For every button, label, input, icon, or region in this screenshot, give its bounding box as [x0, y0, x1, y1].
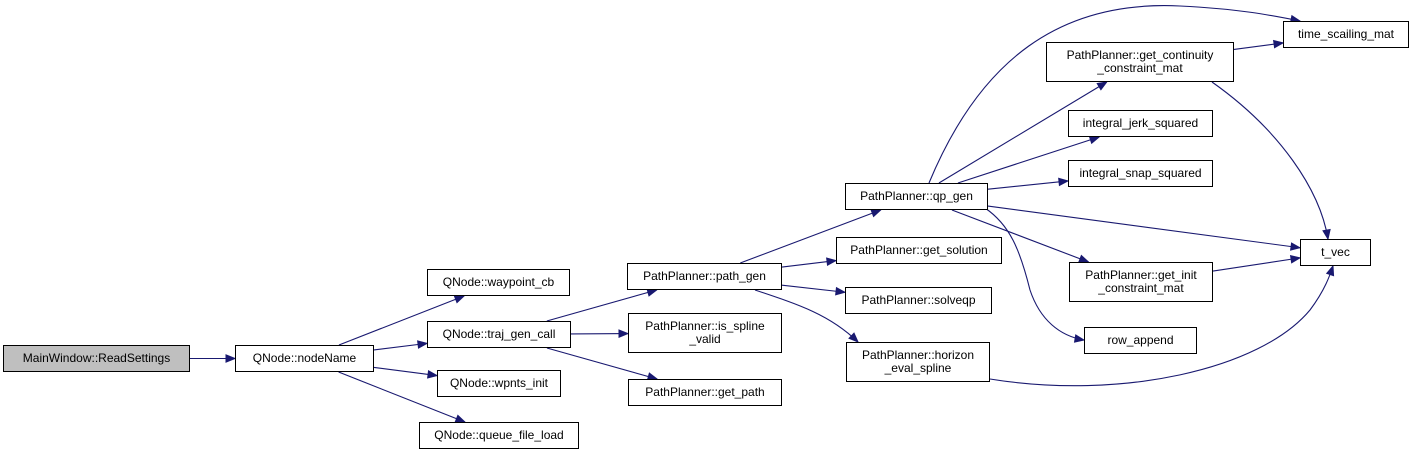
edge-pathplanner-horizon-eval-spline-to-t-vec — [989, 265, 1334, 387]
edge-arrowhead — [1289, 255, 1302, 264]
edge-arrowhead — [427, 370, 439, 379]
edge-arrowhead — [1290, 242, 1302, 251]
node-pathplanner-solveqp[interactable]: PathPlanner::solveqp — [845, 287, 992, 314]
node-label-line: _valid — [689, 332, 721, 346]
edge-pathplanner-qp-gen-to-integral-jerk-squared — [957, 136, 1100, 184]
node-label-line: _constraint_mat — [1097, 61, 1183, 75]
edge-pathplanner-qp-gen-to-row-append — [984, 207, 1085, 341]
edge-arrowhead — [870, 209, 882, 218]
edge-pathplanner-qp-gen-to-integral-snap-squared — [987, 180, 1069, 190]
node-t-vec[interactable]: t_vec — [1300, 239, 1371, 266]
node-time-scailing-mat[interactable]: time_scailing_mat — [1283, 21, 1409, 48]
node-label-line: _eval_spline — [884, 361, 952, 375]
edge-pathplanner-path-gen-to-pathplanner-horizon-eval-spline — [754, 289, 859, 343]
node-integral-jerk-squared[interactable]: integral_jerk_squared — [1068, 110, 1213, 137]
edge-arrowhead — [848, 332, 859, 343]
node-pathplanner-horizon-eval-spline[interactable]: PathPlanner::horizon_eval_spline — [846, 342, 990, 382]
edge-arrowhead — [1088, 135, 1101, 145]
edge-arrowhead — [835, 286, 847, 296]
node-label-line: PathPlanner::path_gen — [643, 269, 766, 283]
edge-arrowhead — [646, 288, 658, 297]
edge-arrowhead — [1325, 264, 1335, 277]
node-mainwindow-readsettings: MainWindow::ReadSettings — [3, 345, 190, 372]
edge-arrowhead — [1096, 81, 1108, 91]
node-label-line: row_append — [1107, 333, 1174, 347]
edge-arrowhead — [417, 340, 429, 349]
node-label-line: PathPlanner::get_continuity — [1066, 48, 1214, 62]
node-label-line: t_vec — [1321, 245, 1350, 259]
node-row-append[interactable]: row_append — [1084, 327, 1197, 354]
node-pathplanner-get-continuity-constraint-mat[interactable]: PathPlanner::get_continuity_constraint_m… — [1046, 42, 1234, 82]
node-label-line: PathPlanner::horizon — [861, 348, 975, 362]
edge-qnode-nodename-to-qnode-waypoint-cb — [338, 295, 465, 346]
node-qnode-waypoint-cb[interactable]: QNode::waypoint_cb — [427, 269, 570, 296]
edge-pathplanner-get-init-constraint-mat-to-t-vec — [1212, 257, 1301, 272]
edge-pathplanner-get-continuity-constraint-mat-to-t-vec — [1211, 81, 1329, 240]
edge-arrowhead — [453, 295, 466, 304]
node-label-line: PathPlanner::get_solution — [850, 243, 988, 257]
node-label-line: PathPlanner::get_init — [1085, 268, 1197, 282]
edge-arrowhead — [826, 257, 838, 267]
edge-pathplanner-qp-gen-to-pathplanner-get-continuity-constraint-mat — [938, 81, 1108, 184]
edge-pathplanner-path-gen-to-pathplanner-qp-gen — [740, 209, 881, 264]
edge-pathplanner-qp-gen-to-t-vec — [987, 205, 1301, 249]
node-label-line: QNode::traj_gen_call — [442, 327, 556, 341]
node-label-line: PathPlanner::get_path — [645, 385, 765, 399]
edge-arrowhead — [1273, 39, 1285, 49]
edge-pathplanner-path-gen-to-pathplanner-solveqp — [781, 284, 846, 293]
node-label-line: time_scailing_mat — [1297, 27, 1395, 41]
edge-arrowhead — [618, 329, 630, 338]
node-label-line: QNode::nodeName — [252, 351, 357, 365]
edge-qnode-nodename-to-qnode-queue-file-load — [338, 371, 466, 423]
node-qnode-nodename[interactable]: QNode::nodeName — [235, 345, 374, 372]
node-integral-snap-squared[interactable]: integral_snap_squared — [1068, 160, 1213, 187]
edge-arrowhead — [1073, 334, 1086, 343]
edge-qnode-traj-gen-call-to-pathplanner-get-path — [546, 347, 658, 380]
node-label-line: MainWindow::ReadSettings — [22, 351, 171, 365]
edge-qnode-nodename-to-qnode-wpnts-init — [373, 366, 438, 377]
node-pathplanner-get-solution[interactable]: PathPlanner::get_solution — [836, 237, 1002, 264]
node-label-line: PathPlanner::solveqp — [861, 293, 976, 307]
node-label-line: PathPlanner::qp_gen — [860, 189, 973, 203]
edge-arrowhead — [1058, 177, 1070, 187]
node-pathplanner-get-path[interactable]: PathPlanner::get_path — [628, 379, 782, 406]
node-label-line: _constraint_mat — [1098, 281, 1184, 295]
node-label-line: QNode::wpnts_init — [449, 376, 549, 390]
edge-arrowhead — [225, 354, 237, 363]
node-pathplanner-qp-gen[interactable]: PathPlanner::qp_gen — [845, 183, 988, 210]
node-qnode-queue-file-load[interactable]: QNode::queue_file_load — [419, 422, 579, 449]
node-label-line: integral_snap_squared — [1079, 166, 1202, 180]
node-label-line: PathPlanner::is_spline — [645, 319, 765, 333]
edge-pathplanner-qp-gen-to-pathplanner-get-init-constraint-mat — [951, 209, 1089, 263]
node-qnode-wpnts-init[interactable]: QNode::wpnts_init — [437, 370, 561, 397]
edge-pathplanner-qp-gen-to-time-scailing-mat — [928, 5, 1301, 184]
edge-arrowhead — [1322, 228, 1331, 241]
node-label-line: QNode::queue_file_load — [434, 428, 564, 442]
node-pathplanner-is-spline-valid[interactable]: PathPlanner::is_spline_valid — [628, 313, 782, 353]
node-pathplanner-get-init-constraint-mat[interactable]: PathPlanner::get_init_constraint_mat — [1069, 262, 1213, 302]
node-pathplanner-path-gen[interactable]: PathPlanner::path_gen — [627, 263, 782, 290]
node-label-line: integral_jerk_squared — [1082, 116, 1199, 130]
node-label-line: QNode::waypoint_cb — [442, 275, 555, 289]
edge-qnode-traj-gen-call-to-pathplanner-path-gen — [546, 289, 657, 322]
node-qnode-traj-gen-call[interactable]: QNode::traj_gen_call — [427, 321, 571, 348]
